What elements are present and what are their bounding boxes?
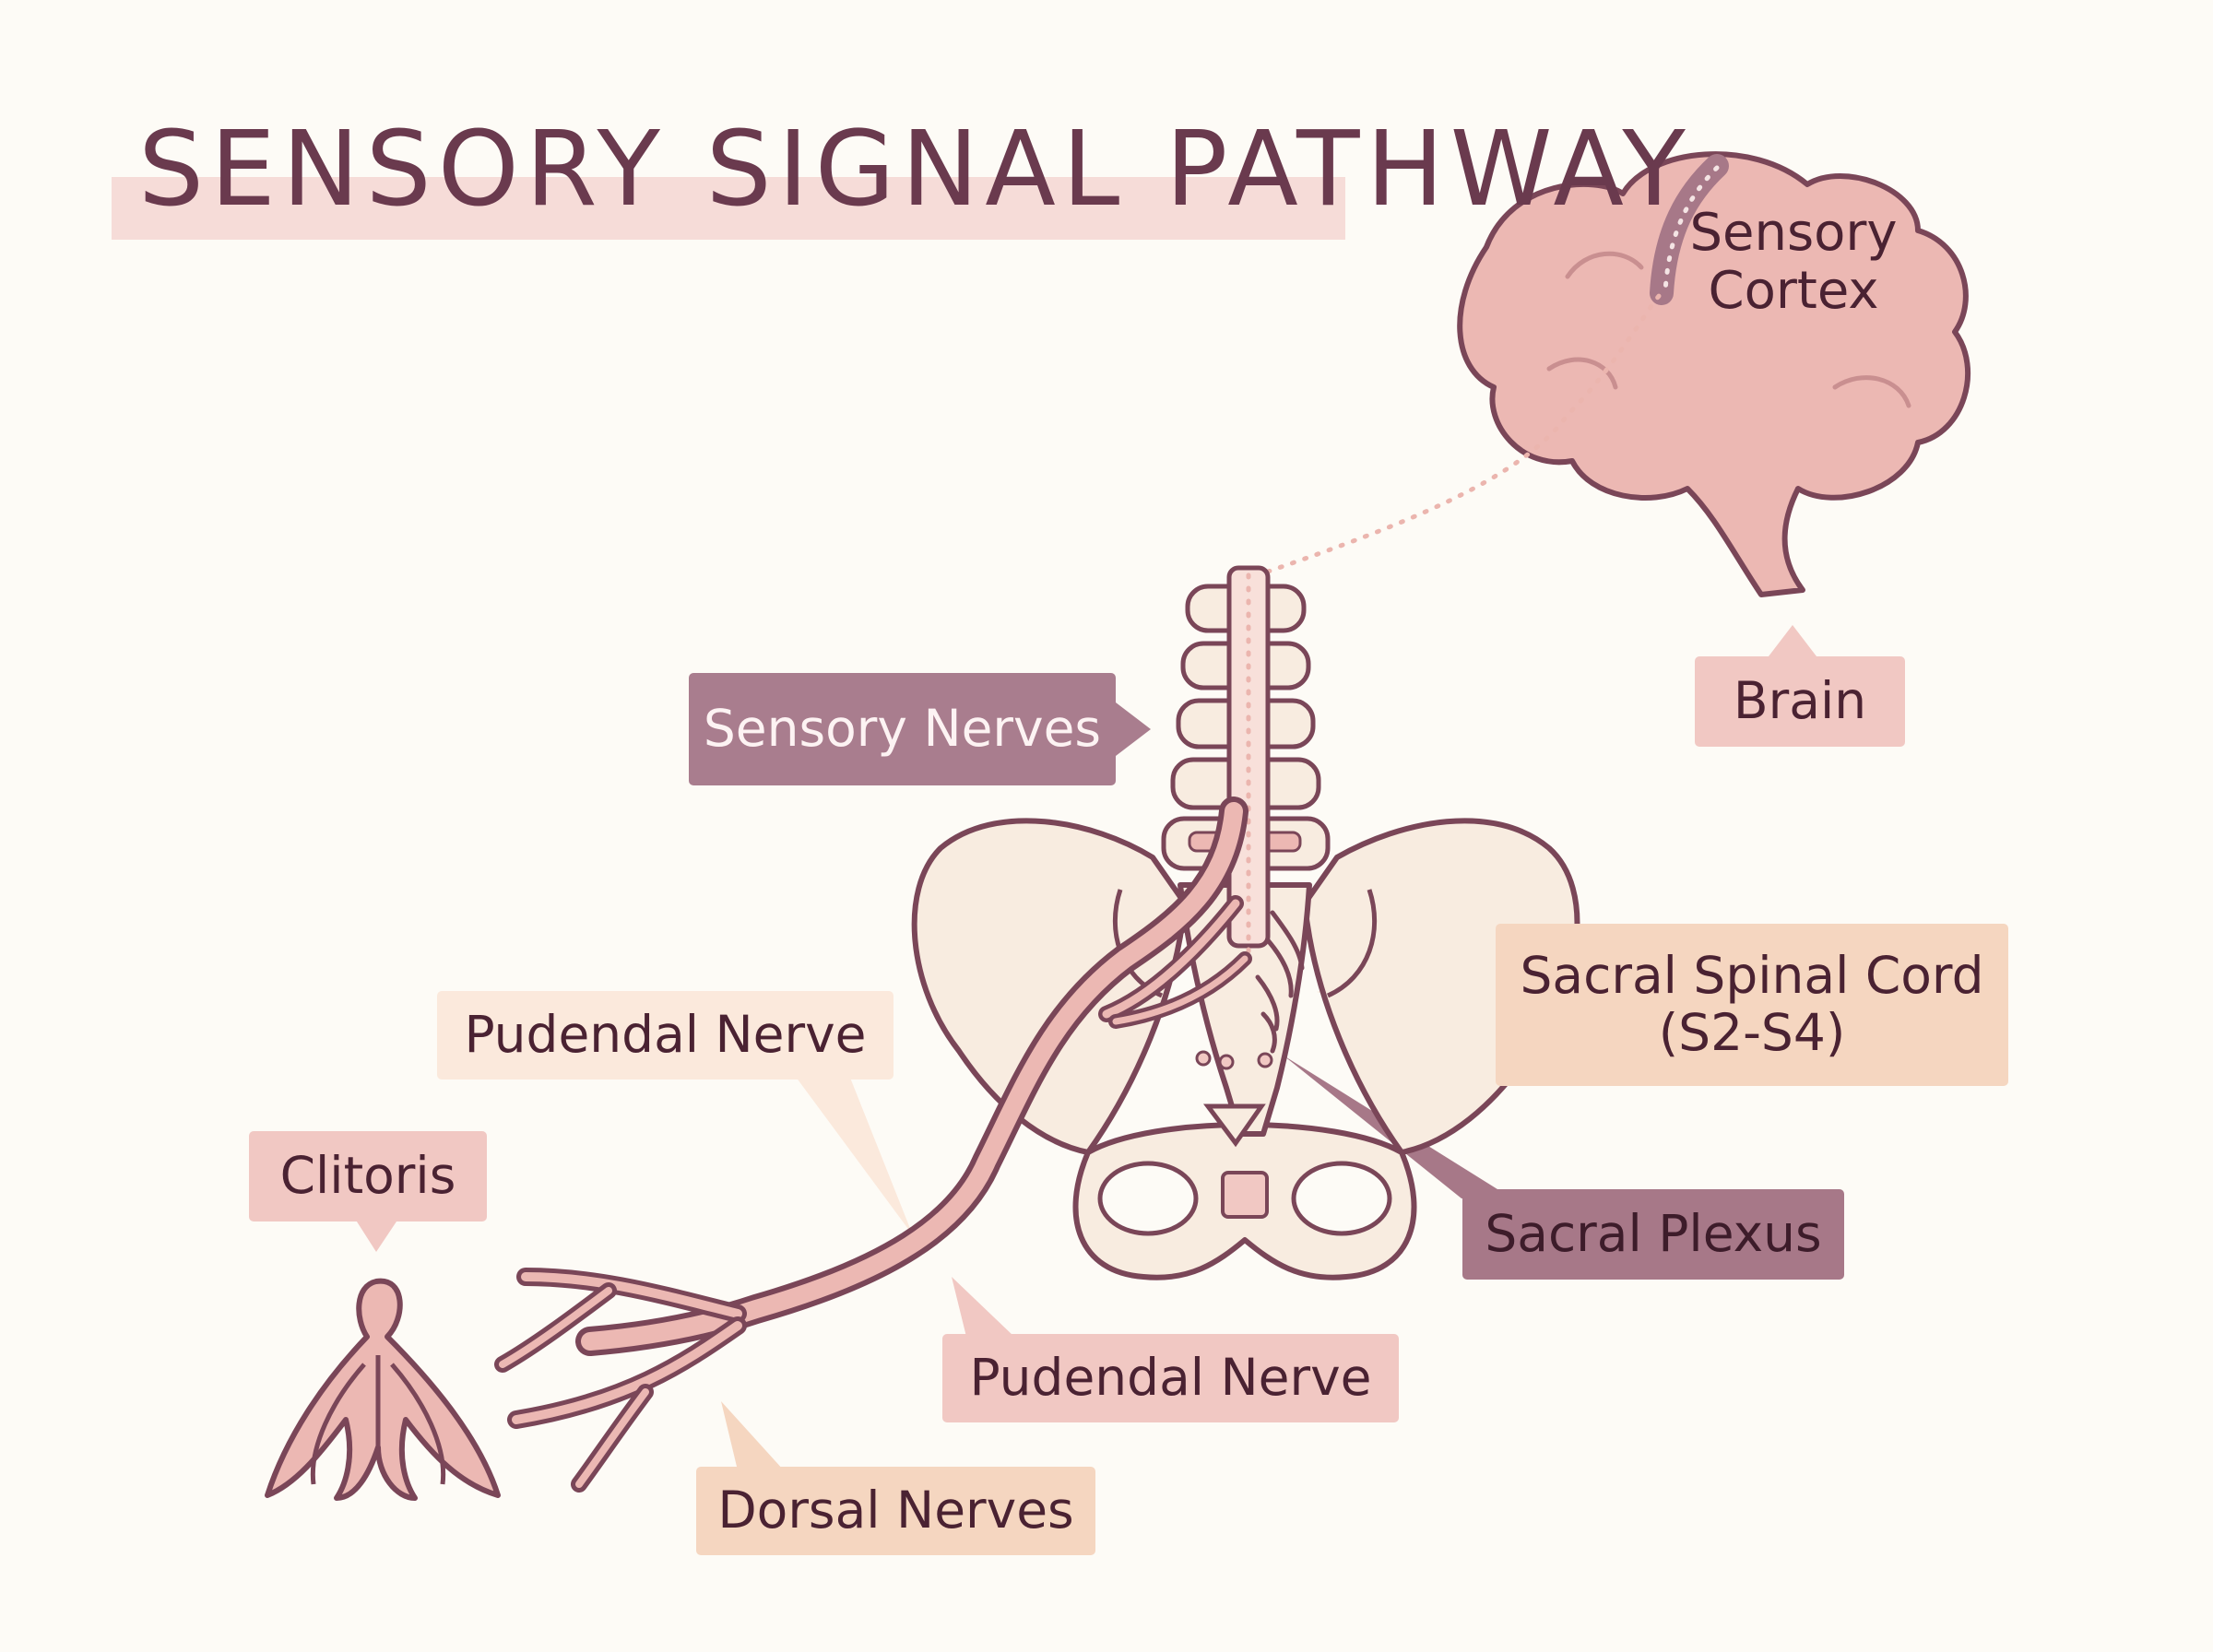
brain-label: Brain [1695, 656, 1905, 747]
dorsal-nerves-pointer [721, 1401, 784, 1470]
signal-dotted-path [1265, 292, 1663, 574]
sensory-cortex-label: Sensory Cortex [1669, 203, 1918, 321]
sensory-cortex-line-2: Cortex [1708, 260, 1879, 321]
clitoris-inner-right [390, 1363, 446, 1485]
sensory-nerves-pointer [1116, 702, 1151, 756]
nerve-root-1-fill [1102, 899, 1240, 1019]
clitoris-label-text: Clitoris [279, 1146, 456, 1206]
obturator-foramen-right [1291, 1161, 1392, 1236]
dorsal-nerve-lower-fill [512, 1321, 742, 1424]
brain-label-pointer [1769, 625, 1817, 656]
pudendal-nerve-upper-label: Pudendal Nerve [437, 991, 893, 1080]
clitoris-outer [265, 1278, 501, 1501]
dorsal-nerve-fork-upper-fill [499, 1287, 612, 1368]
sacral-plexus-text: Sacral Plexus [1485, 1204, 1822, 1264]
pudendal-nerve-lower-label: Pudendal Nerve [942, 1334, 1399, 1422]
dorsal-nerve-upper-fill [521, 1272, 742, 1318]
clitoris-illustration [265, 1278, 501, 1501]
brain-fold-3 [1832, 375, 1911, 408]
sacral-spinal-cord-line-2: (S2-S4) [1658, 1003, 1846, 1062]
pudendal-nerve-lower-text: Pudendal Nerve [969, 1348, 1372, 1408]
brain-shape [1457, 151, 1970, 597]
pudendal-nerve-upper-text: Pudendal Nerve [464, 1005, 867, 1065]
pudendal-nerve-upper-pointer [793, 1073, 913, 1235]
pudendal-nerve-lower-pointer [952, 1277, 1014, 1337]
sensory-nerves-text: Sensory Nerves [703, 699, 1102, 759]
page-title: SENSORY SIGNAL PATHWAY [138, 110, 1692, 230]
nerve-illustration [494, 796, 1305, 1493]
brain-illustration [1457, 151, 1970, 597]
title-highlight [112, 177, 1345, 240]
sacral-foramen-3 [1257, 1052, 1273, 1068]
brain-fold-2 [1546, 357, 1618, 390]
sacral-spinal-cord-line-1: Sacral Spinal Cord [1520, 946, 1984, 1006]
clitoris-inner-left [310, 1363, 366, 1485]
clitoris-label: Clitoris [249, 1131, 487, 1221]
nerve-root-2-fill [1112, 955, 1249, 1025]
brain-label-text: Brain [1733, 671, 1867, 731]
sacral-foramen-2 [1218, 1054, 1235, 1070]
dorsal-nerve-fork-lower-fill [575, 1388, 649, 1488]
pudendal-nerve-trunk-fill [581, 802, 1243, 1351]
coccyx [1203, 1103, 1266, 1148]
sensory-nerves-label: Sensory Nerves [689, 673, 1116, 785]
sensory-cortex-line-1: Sensory [1689, 203, 1898, 263]
brain-fold-1 [1565, 251, 1644, 279]
pubic-symphysis [1221, 1171, 1269, 1219]
cortex-dots [1663, 165, 1720, 294]
obturator-foramen-left [1097, 1161, 1199, 1236]
pelvis-inner-right [1326, 889, 1378, 998]
dorsal-nerves-text: Dorsal Nerves [717, 1481, 1074, 1540]
dorsal-nerves-label: Dorsal Nerves [696, 1467, 1095, 1555]
sacral-spinal-cord-label: Sacral Spinal Cord (S2-S4) [1496, 924, 2008, 1086]
sacral-plexus-branches [1255, 910, 1305, 1054]
sacral-foramen-1 [1195, 1050, 1212, 1067]
sacral-plexus-label: Sacral Plexus [1462, 1189, 1844, 1280]
clitoris-label-pointer [355, 1219, 398, 1252]
